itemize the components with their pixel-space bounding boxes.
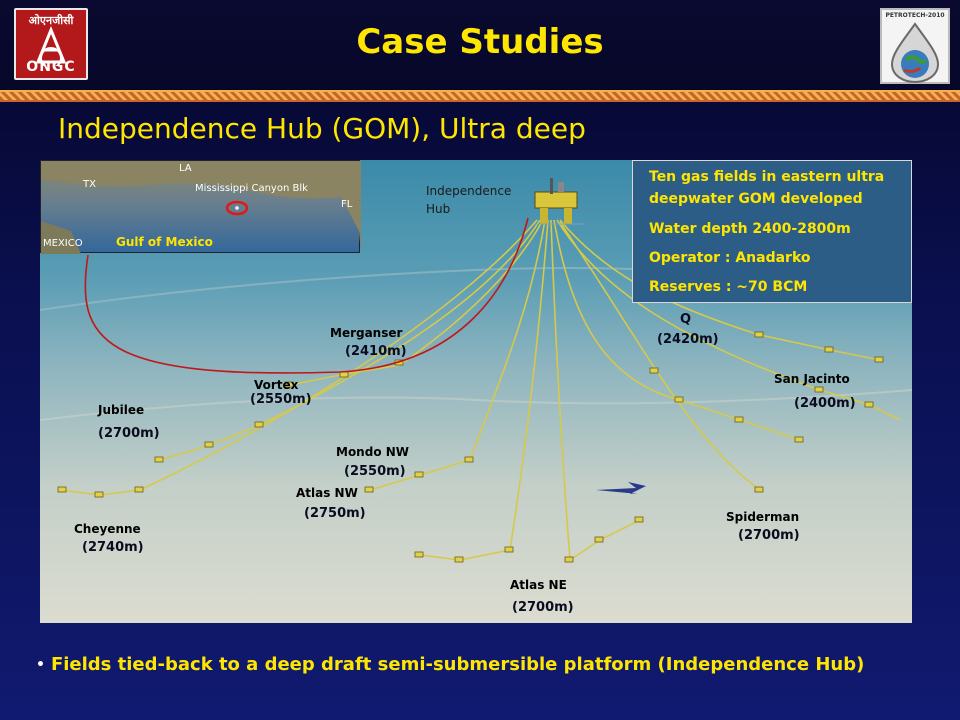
hub-label-line1: Independence	[426, 184, 512, 198]
field-san-jacinto: San Jacinto	[774, 372, 850, 386]
hub-label: Independence Hub	[426, 182, 511, 218]
summary-bullet-text: Fields tied-back to a deep draft semi-su…	[50, 654, 865, 675]
derrick-icon	[35, 26, 67, 66]
map-label-la: LA	[179, 163, 192, 174]
bullet-dot-icon: •	[36, 657, 45, 673]
depth-mondo-nw: (2550m)	[344, 464, 406, 479]
subsea-layout-illustration: TX LA FL MEXICO Mississippi Canyon Blk G…	[40, 160, 912, 623]
slide-title: Case Studies	[356, 22, 604, 62]
depth-san-jacinto: (2400m)	[794, 396, 856, 411]
petrotech-logo: PETROTECH-2010	[880, 8, 950, 84]
map-label-gulf: Gulf of Mexico	[116, 235, 213, 249]
info-line-5: Reserves : ~70 BCM	[649, 279, 808, 295]
depth-spiderman: (2700m)	[738, 528, 800, 543]
flowlines-drawing	[40, 178, 912, 563]
field-merganser: Merganser	[330, 326, 403, 340]
info-line-1: Ten gas fields in eastern ultra	[649, 169, 885, 185]
map-label-fl: FL	[341, 199, 353, 210]
slide-header: ओएनजीसी ONGC Case Studies PETROTECH-2010	[0, 0, 960, 90]
field-mondo-nw: Mondo NW	[336, 445, 410, 459]
depth-jubilee: (2700m)	[98, 426, 160, 441]
project-info-box: Ten gas fields in eastern ultra deepwate…	[632, 160, 912, 303]
coastline-drawing	[41, 161, 361, 254]
map-label-block: Mississippi Canyon Blk	[195, 183, 308, 194]
field-spiderman: Spiderman	[726, 510, 800, 524]
depth-atlas-nw: (2750m)	[304, 506, 366, 521]
slide-subtitle: Independence Hub (GOM), Ultra deep	[58, 112, 586, 145]
info-line-3: Water depth 2400-2800m	[649, 221, 851, 237]
map-label-mexico: MEXICO	[43, 238, 83, 249]
depth-q: (2420m)	[657, 332, 719, 347]
field-vortex: Vortex	[254, 378, 299, 392]
hub-label-line2: Hub	[426, 202, 451, 216]
globe-drop-icon	[890, 22, 940, 84]
field-atlas-nw: Atlas NW	[296, 486, 358, 500]
ongc-logo-script: ओएनजीसी	[28, 14, 74, 27]
field-atlas-ne: Atlas NE	[510, 578, 567, 592]
field-q: Q	[680, 312, 692, 327]
info-line-2: deepwater GOM developed	[649, 191, 863, 207]
platform-icon	[534, 178, 585, 225]
map-label-tx: TX	[83, 179, 96, 190]
summary-bullet: • Fields tied-back to a deep draft semi-s…	[36, 654, 864, 675]
gulf-map-inset: TX LA FL MEXICO Mississippi Canyon Blk G…	[40, 160, 361, 254]
field-jubilee: Jubilee	[98, 403, 145, 417]
location-circle-icon	[225, 200, 249, 216]
depth-vortex: (2550m)	[250, 392, 312, 407]
petrotech-logo-text: PETROTECH-2010	[885, 12, 945, 19]
ongc-logo: ओएनजीसी ONGC	[14, 8, 88, 80]
header-divider	[0, 90, 960, 102]
depth-atlas-ne: (2700m)	[512, 600, 574, 615]
field-cheyenne: Cheyenne	[74, 522, 141, 536]
info-line-4: Operator : Anadarko	[649, 250, 811, 266]
depth-merganser: (2410m)	[345, 344, 407, 359]
ongc-logo-name: ONGC	[26, 59, 76, 75]
depth-cheyenne: (2740m)	[82, 540, 144, 555]
